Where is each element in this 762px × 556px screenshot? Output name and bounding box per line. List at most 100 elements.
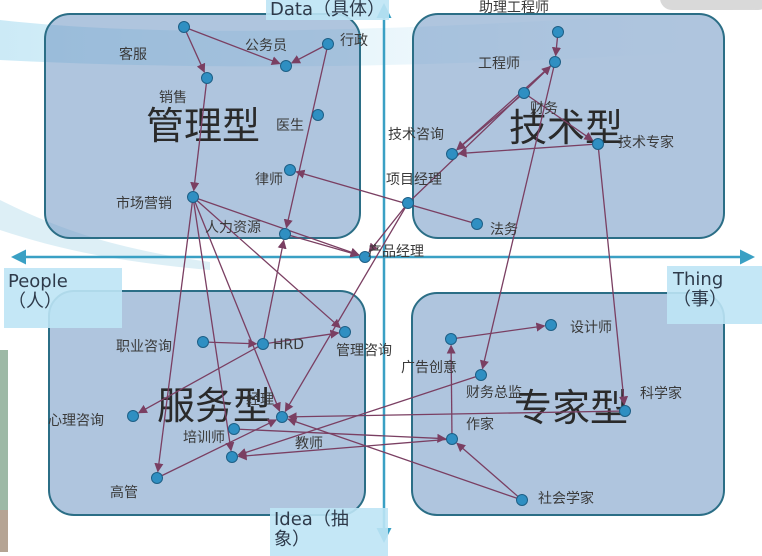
edge-shichang-to-peixunshi — [192, 196, 235, 452]
node-label-gaoguan: 高管 — [110, 485, 138, 501]
node-label-lvshi: 律师 — [255, 172, 283, 188]
node-label-xingzheng: 行政 — [340, 33, 368, 49]
edge-kexuejia-to-jingli — [287, 410, 626, 422]
node-dot-kexuejia — [619, 405, 631, 417]
node-label-chanpinjingli: 产品经理 — [368, 244, 424, 260]
edge-guanggao-to-shejishi — [450, 322, 546, 340]
node-dot-shichang — [187, 191, 199, 203]
edge-zuojia-to-guanggao — [446, 344, 456, 440]
node-label-shehuixuejia: 社会学家 — [538, 491, 594, 507]
node-dot-zuojia — [446, 433, 458, 445]
axis-label-idea-line2: 象） — [274, 529, 310, 550]
axis-label-people-line1: People — [8, 271, 68, 292]
node-label-guanggao: 广告创意 — [401, 360, 457, 376]
node-dot-chanpinjingli — [359, 251, 371, 263]
edge-kefu-to-gongwuyuan — [183, 26, 281, 66]
node-dot-kefu — [178, 21, 190, 33]
edge-zuojia-to-peixunshi — [237, 438, 453, 461]
node-label-jingli: 经理 — [246, 392, 274, 408]
quadrant-technical — [412, 13, 725, 239]
edge-jiaoshi-to-zuojia — [233, 428, 447, 443]
edge-xingzheng-to-gongwuyuan — [290, 43, 329, 64]
node-dot-hrd — [257, 338, 269, 350]
quadrant-label-service: 服务型 — [157, 384, 272, 428]
node-label-caiwu: 财务 — [530, 101, 558, 117]
edge-shehuixuejia-to-zuojia — [456, 442, 523, 501]
node-dot-shehuixuejia — [516, 494, 528, 506]
edge-caiwu-to-jishuzixun — [456, 92, 525, 151]
node-label-peixunshi: 培训师 — [183, 430, 225, 446]
window-corner-bar — [660, 0, 762, 10]
edge-shichang-to-chanpinjingli — [192, 196, 360, 257]
node-dot-zhiyezixun — [197, 336, 209, 348]
edge-kefu-to-xiaoshou — [183, 26, 206, 73]
quadrant-label-expert: 专家型 — [514, 386, 629, 430]
edge-gcs-to-jishuzixun — [456, 61, 556, 151]
node-label-shichang: 市场营销 — [116, 196, 172, 212]
node-label-jiaoshi: 教师 — [295, 436, 323, 452]
edge-renli-to-chanpinjingli — [284, 233, 360, 258]
quadrant-label-technical: 技术型 — [509, 106, 624, 150]
edge-shichang-to-jingli — [192, 196, 281, 412]
edge-gaoguan-to-jingli — [156, 419, 277, 479]
edge-caiwuzongjian-to-peixunshi — [237, 374, 482, 457]
edge-shichang-to-gaoguan — [154, 196, 194, 473]
axis-label-thing-line1: Thing — [673, 269, 724, 290]
edge-gcs-to-caiwuzongjian — [479, 61, 556, 370]
node-label-gongwuyuan: 公务员 — [245, 38, 287, 54]
edge-xiangmujingli-to-chanpinjingli — [368, 202, 409, 253]
node-dot-xinlizixun — [127, 410, 139, 422]
edge-jishuzhuanjia-to-jishuzixun — [457, 143, 599, 158]
edge-xiaoshou-to-shichang — [190, 77, 208, 192]
node-dot-jiaoshi — [228, 423, 240, 435]
node-dot-xiangmujingli — [402, 197, 414, 209]
node-dot-peixunshi — [226, 451, 238, 463]
edge-hrd-to-xinlizixun — [137, 343, 264, 414]
edge-xiangmujingli-to-jingli — [284, 202, 409, 413]
node-dot-guanggao — [445, 333, 457, 345]
node-label-xinlizixun: 心理咨询 — [48, 413, 104, 429]
edge-jishuzhuanjia-to-kexuejia — [597, 143, 629, 406]
edge-hrd-to-renli — [262, 239, 287, 345]
node-label-xiaoshou: 销售 — [159, 90, 187, 106]
node-dot-jishuzhuanjia — [592, 138, 604, 150]
node-label-zuojia: 作家 — [466, 417, 494, 433]
quadrant-expert — [411, 292, 725, 516]
node-label-caiwuzongjian: 财务总监 — [466, 385, 522, 401]
node-dot-shejishi — [545, 319, 557, 331]
node-label-kefu: 客服 — [119, 47, 147, 63]
node-dot-xingzheng — [322, 38, 334, 50]
node-dot-lvshi — [284, 164, 296, 176]
node-dot-jishuzixun — [446, 148, 458, 160]
edge-shichang-to-guanlizixun — [192, 196, 341, 329]
node-label-zhuligcs: 助理工程师 — [479, 0, 549, 16]
node-label-shejishi: 设计师 — [570, 320, 612, 336]
node-dot-gongwuyuan — [280, 60, 292, 72]
node-dot-yisheng — [312, 109, 324, 121]
axis-label-thing: Thing（事） — [667, 266, 762, 324]
node-dot-zhuligcs — [552, 26, 564, 38]
edge-hrd-to-guanlizixun — [262, 329, 340, 345]
axis-label-people: People（人） — [4, 268, 122, 328]
edge-zhiyezixun-to-hrd — [202, 338, 258, 349]
node-label-yisheng: 医生 — [276, 118, 304, 134]
node-label-hrd: HRD — [273, 337, 305, 353]
node-dot-caiwuzongjian — [475, 369, 487, 381]
node-label-jishuzixun: 技术咨询 — [388, 127, 444, 143]
edge-xingzheng-to-renli — [283, 43, 329, 229]
node-label-gcs: 工程师 — [478, 56, 520, 72]
edge-fawu-to-lvshi — [295, 169, 478, 225]
node-label-kexuejia: 科学家 — [640, 386, 682, 402]
axis-label-people-line2: （人） — [8, 291, 62, 312]
axis-label-idea-line1: Idea（抽 — [274, 509, 349, 530]
node-dot-jingli — [276, 411, 288, 423]
node-dot-caiwu — [518, 87, 530, 99]
node-label-xiangmujingli: 项目经理 — [386, 172, 442, 188]
node-dot-gaoguan — [151, 472, 163, 484]
node-dot-xiaoshou — [201, 72, 213, 84]
axis-label-data: Data（具体） — [266, 0, 389, 20]
quadrant-management — [44, 13, 361, 239]
node-label-jishuzhuanjia: 技术专家 — [618, 135, 674, 151]
